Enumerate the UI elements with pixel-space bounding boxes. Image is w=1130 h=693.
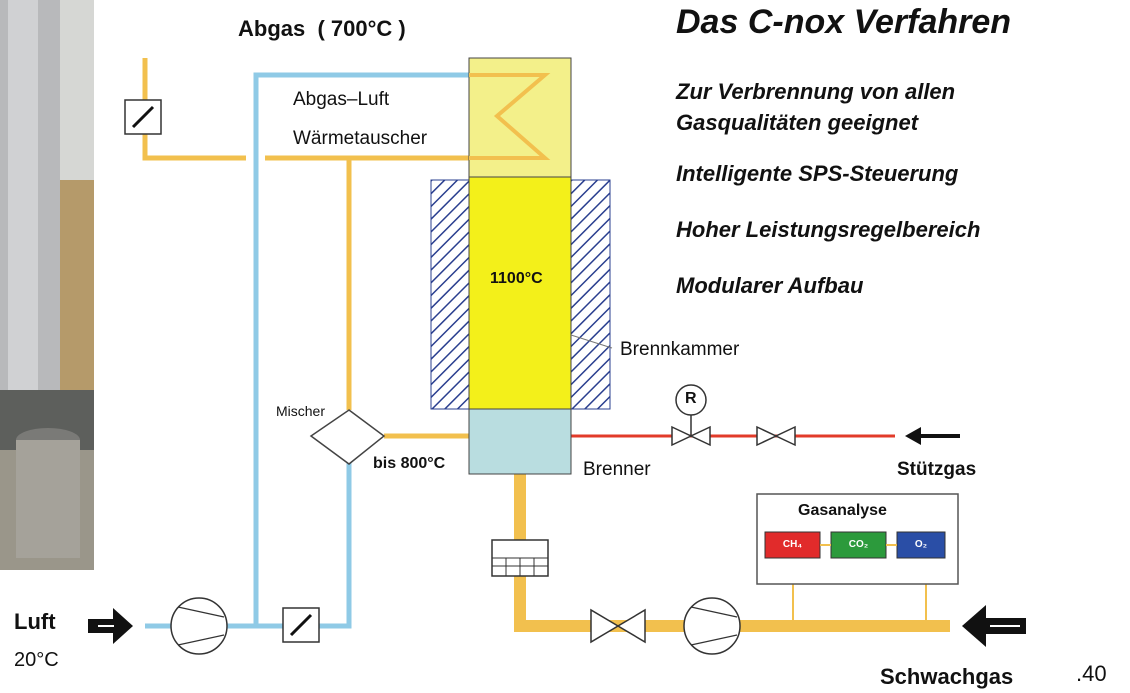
stuetzgas-arrow-icon: [905, 427, 960, 445]
combustion-chamber: [468, 176, 572, 410]
gas-fan-icon: [683, 597, 741, 655]
schwachgas-label: Schwachgas: [880, 664, 1014, 689]
co2-label: CO₂: [848, 539, 869, 550]
brenner-label: Brenner: [583, 459, 651, 480]
ch4-label: CH₄: [782, 539, 803, 550]
page-title: Das C-nox Verfahren: [676, 3, 1012, 41]
mixer-icon: [309, 409, 386, 465]
valve-schwachgas-icon: [590, 608, 646, 644]
burner: [468, 408, 572, 475]
air-fan-icon: [170, 597, 228, 655]
installation-photo: [0, 0, 94, 570]
exchanger-label-1: Abgas–Luft: [293, 89, 390, 110]
damper-top: [124, 99, 162, 135]
feature-1: Zur Verbrennung von allen Gasqualitäten …: [676, 79, 956, 135]
luft-arrow-icon: [88, 608, 133, 644]
chamber-temp-label: 1100°C: [490, 270, 543, 287]
feature-2: Intelligente SPS-Steuerung: [676, 161, 959, 186]
feature-4: Modularer Aufbau: [676, 273, 864, 298]
o2-label: O₂: [914, 539, 928, 550]
abgas-label: Abgas ( 700°C ): [238, 16, 406, 41]
ch4-sensor: [764, 531, 821, 559]
brennkammer-leader: [570, 334, 613, 349]
exchanger-label-2: Wärmetauscher: [293, 128, 428, 149]
insulation-right: [569, 179, 611, 410]
gas-lines: [142, 58, 950, 632]
stuetzgas-label: Stützgas: [897, 459, 977, 480]
page-number: .40: [1076, 661, 1107, 686]
luft-temp-label: 20°C: [14, 649, 59, 671]
luft-label: Luft: [14, 609, 56, 634]
gasanalyse-label: Gasanalyse: [798, 502, 887, 519]
filter-icon: [491, 539, 549, 577]
mischer-label: Mischer: [276, 403, 326, 419]
mix-temp-label: bis 800°C: [373, 455, 446, 472]
brennkammer-label: Brennkammer: [620, 339, 740, 360]
regulator-label: R: [685, 390, 697, 407]
feature-3: Hoher Leistungsregelbereich: [676, 217, 981, 242]
valve-regulated-icon: [671, 384, 711, 447]
insulation-left: [430, 179, 472, 410]
o2-sensor: [896, 531, 946, 559]
schwachgas-arrow-icon: [962, 605, 1026, 647]
exchanger-coil: [469, 73, 551, 160]
damper-bottom: [282, 607, 320, 643]
valve-stuetzgas-icon: [756, 425, 796, 447]
